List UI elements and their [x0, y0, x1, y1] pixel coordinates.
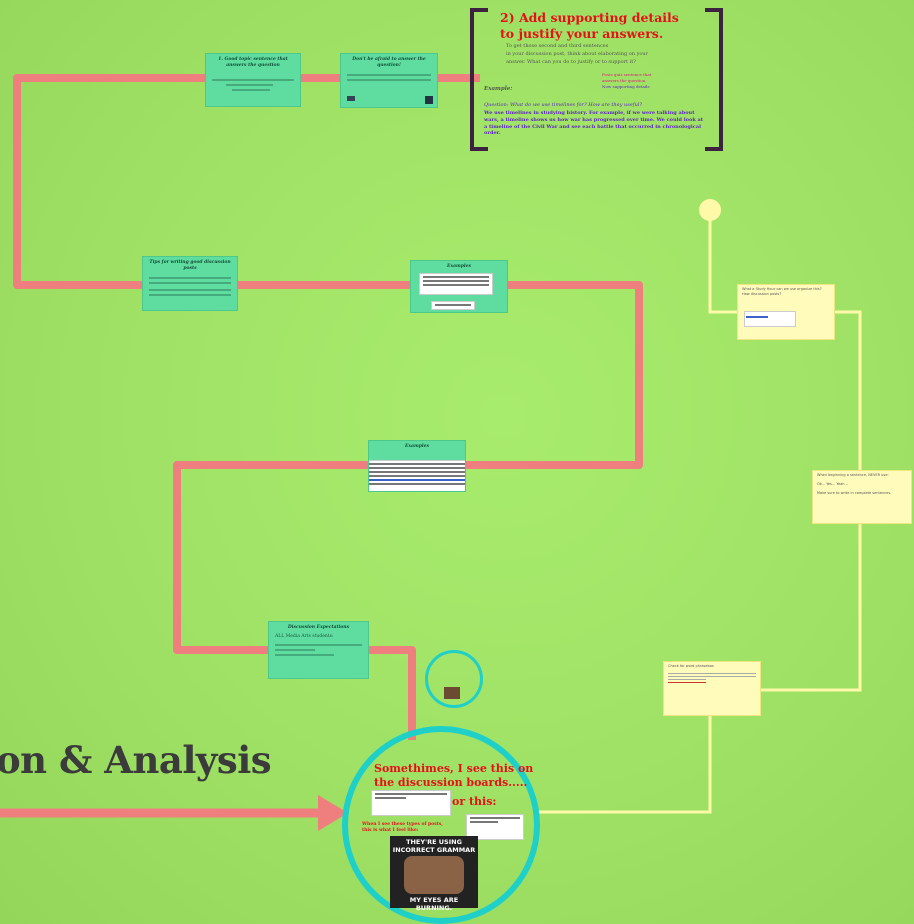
note-text: Check for word phrasebox	[668, 664, 714, 668]
frame-title: 1. Good topic sentence that answers the …	[218, 57, 288, 68]
main-arrow-head	[318, 795, 348, 831]
frame-title: Examples	[446, 264, 472, 269]
bracket-note1: Posts quiz sentence that	[602, 72, 652, 77]
bracket-example-label: Example:	[484, 86, 513, 92]
meme-bottom-text: MY EYES ARE BURNING.	[409, 896, 459, 912]
frame-title: Discussion Expectations	[287, 625, 350, 630]
bracket-question: Question: What do we use timelines for? …	[484, 102, 643, 108]
frame-text-line	[149, 281, 231, 284]
meme-top-text: THEY'RE USING INCORRECT GRAMMAR	[392, 838, 476, 854]
frame-dont-be-afraid[interactable]: Don't be afraid to answer the question!	[340, 53, 438, 108]
frame-thumbnail	[425, 96, 433, 104]
frame-title: Don't be afraid to answer the question!	[352, 57, 426, 68]
frame-examples-2[interactable]: Examples	[368, 440, 466, 492]
note-image	[746, 316, 768, 318]
circle-caption: When I see these types of posts, this is…	[362, 822, 443, 833]
yellow-note-3[interactable]: Check for word phrasebox	[663, 661, 761, 716]
frame-text-line	[226, 83, 273, 86]
circle-or-this: or this:	[452, 795, 497, 808]
frame-text-line	[347, 73, 431, 76]
bracket-note2: answers the question	[602, 78, 646, 83]
frame-title: Examples	[404, 444, 430, 449]
note-text-line	[668, 675, 756, 677]
frame-examples-1[interactable]: Examples	[410, 260, 508, 313]
meme-figure	[404, 856, 464, 894]
small-circle-thumbnail	[444, 687, 460, 699]
frame-text-line	[149, 288, 231, 291]
frame-text-line	[347, 78, 431, 81]
screenshot-post	[419, 273, 493, 295]
note-text: Ok... Yes... Yeah...	[817, 481, 848, 486]
frame-text-line	[149, 276, 231, 279]
frame-text-line	[212, 78, 294, 81]
circle-line2: the discussion boards.....	[374, 776, 528, 789]
yellow-note-1[interactable]: What a Study Hour can we use organize th…	[737, 284, 835, 340]
side-path-dot	[699, 199, 721, 221]
bracket-heading: 2) Add supporting details to justify you…	[500, 10, 679, 41]
note-image	[744, 311, 796, 327]
yellow-note-2[interactable]: When beginning a sentence, NEVER use: Ok…	[812, 470, 912, 524]
frame-subtitle: ALL Media Arts students:	[275, 633, 334, 639]
screenshot-post	[431, 301, 475, 310]
screenshot-post	[369, 460, 465, 491]
note-text: When beginning a sentence, NEVER use:	[817, 473, 889, 477]
note-text-line	[668, 672, 756, 674]
meme-image: THEY'RE USING INCORRECT GRAMMAR MY EYES …	[390, 836, 478, 912]
frame-text-line	[275, 654, 335, 657]
bracket-right	[705, 8, 723, 151]
main-title: on & Analysis	[0, 738, 272, 782]
note-text-line	[668, 678, 707, 680]
frame-text-line	[149, 293, 231, 296]
side-path	[538, 210, 862, 814]
frame-text-line	[275, 644, 362, 647]
frame-title: Tips for writing good discussion posts	[149, 260, 231, 271]
bracket-answer: We use timelines in studying history. Fo…	[484, 110, 704, 137]
bracket-frame[interactable]: 2) Add supporting details to justify you…	[470, 8, 723, 151]
frame-topic-sentence[interactable]: 1. Good topic sentence that answers the …	[205, 53, 301, 107]
screenshot-post-short	[371, 790, 451, 816]
note-text: What a Study Hour can we use organize th…	[742, 287, 822, 296]
bracket-line2: in your discussion post, think about ela…	[506, 51, 649, 57]
bracket-line1: To get those second and third sentences	[506, 43, 609, 49]
frame-tips[interactable]: Tips for writing good discussion posts	[142, 256, 238, 311]
frame-text-line	[275, 649, 315, 652]
bracket-left	[470, 8, 488, 151]
discussion-circle-frame[interactable]: Somethimes, I see this on the discussion…	[342, 726, 540, 924]
circle-line1: Somethimes, I see this on	[374, 762, 534, 775]
frame-thumbnail	[347, 96, 355, 101]
bracket-note3: Now supporting details	[602, 84, 650, 89]
frame-discussion-expectations[interactable]: Discussion Expectations ALL Media Arts s…	[268, 621, 369, 679]
screenshot-post-short	[466, 814, 524, 840]
frame-text-line	[232, 88, 270, 91]
note-text-line	[668, 681, 707, 683]
bracket-line3: answer. What can you do to justify or to…	[506, 59, 636, 65]
note-text: Make sure to write in complete sentences…	[817, 490, 892, 495]
small-circle-frame[interactable]	[425, 650, 483, 708]
